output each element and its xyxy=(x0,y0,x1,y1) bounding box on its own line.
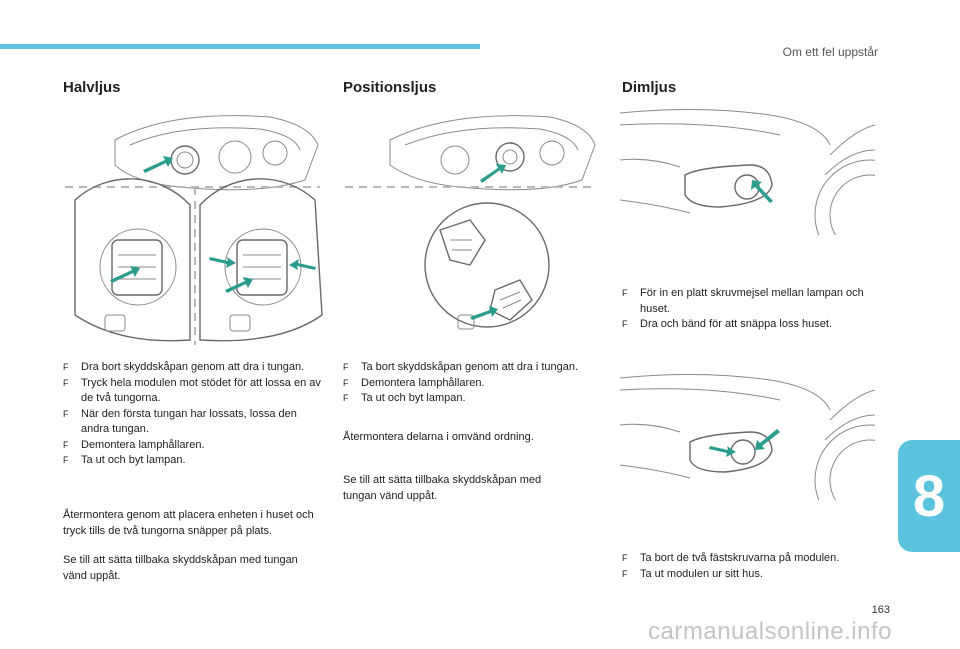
column-title: Halvljus xyxy=(63,79,121,96)
bullet-icon: F xyxy=(343,377,349,388)
bullet-icon: F xyxy=(622,288,628,298)
bullet-icon: F xyxy=(63,408,69,419)
paragraph: Se till att sätta tillbaka skyddskåpan m… xyxy=(343,474,542,502)
paragraph: Återmontera genom att placera enheten i … xyxy=(63,509,314,537)
page-number: 163 xyxy=(871,604,890,616)
section-title: Om ett fel uppstår xyxy=(782,45,878,59)
column-title: Positionsljus xyxy=(343,79,437,96)
bullet-icon: F xyxy=(63,362,69,372)
bullet-icon: F xyxy=(63,455,69,465)
bullet-icon: F xyxy=(622,568,628,579)
bullet-icon: F xyxy=(343,393,349,403)
chapter-tab: 8 xyxy=(898,440,960,552)
bullet-icon: F xyxy=(63,439,69,450)
watermark: carmanualsonline.info xyxy=(648,618,892,645)
column-title: Dimljus xyxy=(622,79,677,96)
fog-lamp-illustration xyxy=(620,373,875,500)
header-accent-bar xyxy=(0,44,480,49)
bullet-icon: F xyxy=(622,553,628,563)
bullet-icon: F xyxy=(63,377,69,388)
bullet-icon: F xyxy=(343,362,349,372)
bulb-holder-illustration xyxy=(345,115,596,330)
bullet-icon: F xyxy=(622,319,628,329)
paragraph: Se till att sätta tillbaka skyddskåpan m… xyxy=(63,554,298,582)
headlamp-illustration xyxy=(65,115,323,345)
paragraph: Återmontera delarna i omvänd ordning. xyxy=(343,431,534,443)
fog-lamp-illustration xyxy=(620,108,875,235)
